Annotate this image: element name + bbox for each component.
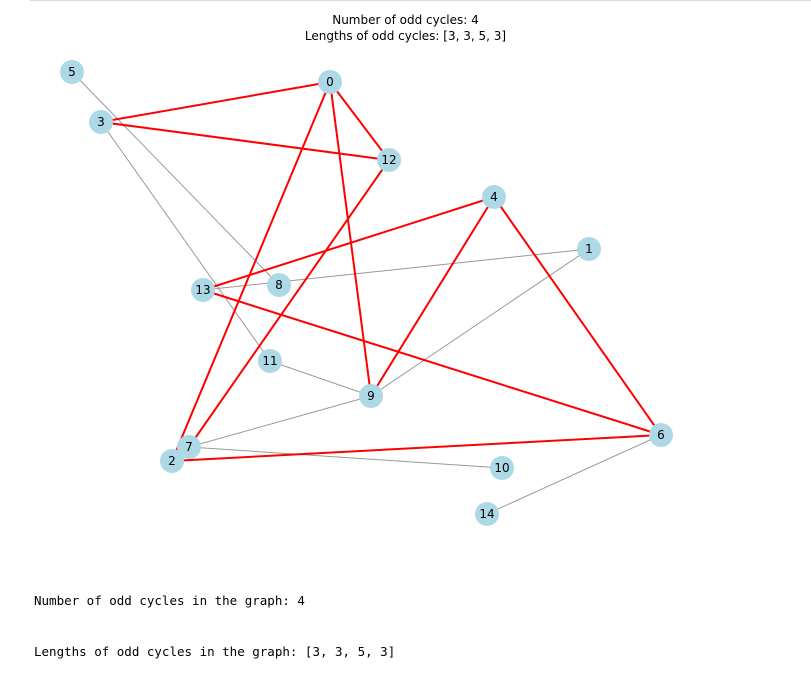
edge-0-9 — [329, 81, 372, 397]
edge-11-9 — [269, 360, 372, 397]
node-circle-13 — [191, 278, 215, 302]
edge-4-6 — [493, 196, 662, 436]
node-label-2: 2 — [168, 454, 176, 468]
cell-divider — [30, 0, 811, 1]
edge-3-11 — [100, 121, 271, 362]
node-label-5: 5 — [68, 65, 76, 79]
edge-3-12 — [100, 121, 390, 161]
node-circle-10 — [490, 456, 514, 480]
plot-title: Number of odd cycles: 4 Lengths of odd c… — [0, 12, 811, 44]
node-0: 0 — [318, 70, 342, 94]
node-label-1: 1 — [585, 242, 593, 256]
node-4: 4 — [482, 185, 506, 209]
node-label-3: 3 — [97, 115, 105, 129]
node-label-6: 6 — [657, 428, 665, 442]
edge-5-8 — [71, 71, 280, 286]
node-label-12: 12 — [381, 153, 396, 167]
node-circle-12 — [377, 148, 401, 172]
node-13: 13 — [191, 278, 215, 302]
edge-13-6 — [202, 289, 662, 436]
console-line-cycle-count: Number of odd cycles in the graph: 4 — [34, 593, 305, 608]
node-label-8: 8 — [275, 278, 283, 292]
node-label-13: 13 — [195, 283, 210, 297]
edge-12-7 — [188, 159, 390, 448]
node-circle-4 — [482, 185, 506, 209]
edge-2-6 — [171, 434, 662, 462]
edge-6-14 — [486, 434, 662, 515]
console-output: Number of odd cycles in the graph: 4 Len… — [34, 558, 395, 677]
node-circle-8 — [267, 273, 291, 297]
title-cycle-lengths: Lengths of odd cycles: [3, 3, 5, 3] — [304, 29, 507, 43]
edge-0-12 — [329, 81, 390, 161]
edge-1-9 — [370, 248, 590, 397]
node-circle-6 — [649, 423, 673, 447]
node-label-11: 11 — [262, 354, 277, 368]
node-circle-1 — [577, 237, 601, 261]
node-circle-11 — [258, 349, 282, 373]
title-cycle-count: Number of odd cycles: 4 — [332, 13, 479, 27]
node-6: 6 — [649, 423, 673, 447]
edge-layer — [71, 71, 662, 515]
node-5: 5 — [60, 60, 84, 84]
node-9: 9 — [359, 384, 383, 408]
node-label-0: 0 — [326, 75, 334, 89]
node-circle-0 — [318, 70, 342, 94]
node-label-7: 7 — [185, 440, 193, 454]
edge-13-1 — [202, 248, 590, 291]
node-12: 12 — [377, 148, 401, 172]
edge-0-2 — [171, 81, 331, 462]
node-11: 11 — [258, 349, 282, 373]
node-circle-5 — [60, 60, 84, 84]
node-14: 14 — [475, 502, 499, 526]
node-circle-3 — [89, 110, 113, 134]
node-1: 1 — [577, 237, 601, 261]
node-circle-9 — [359, 384, 383, 408]
node-label-4: 4 — [490, 190, 498, 204]
node-3: 3 — [89, 110, 113, 134]
edge-9-7 — [188, 395, 372, 448]
node-circle-2 — [160, 449, 184, 473]
edge-0-3 — [100, 81, 331, 123]
node-circle-14 — [475, 502, 499, 526]
console-line-cycle-lengths: Lengths of odd cycles in the graph: [3, … — [34, 644, 396, 659]
node-label-14: 14 — [479, 507, 494, 521]
edge-4-13 — [202, 196, 495, 291]
node-circle-7 — [177, 435, 201, 459]
node-10: 10 — [490, 456, 514, 480]
edge-4-9 — [370, 196, 495, 397]
node-8: 8 — [267, 273, 291, 297]
node-2: 2 — [160, 449, 184, 473]
edge-7-10 — [188, 446, 503, 469]
node-7: 7 — [177, 435, 201, 459]
node-label-9: 9 — [367, 389, 375, 403]
node-label-10: 10 — [494, 461, 509, 475]
